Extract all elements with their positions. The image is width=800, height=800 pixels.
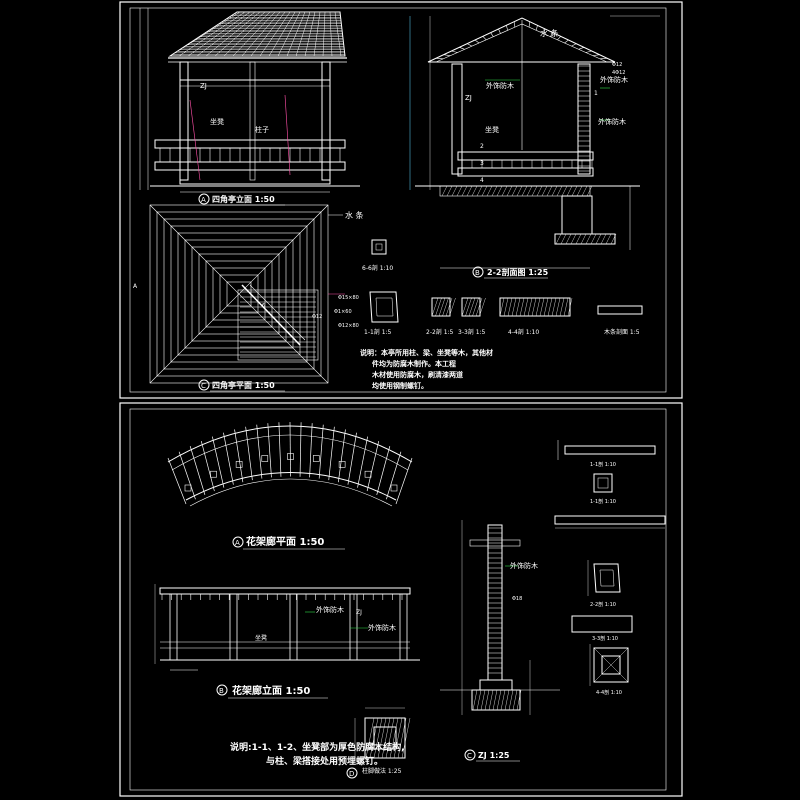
detail-6-6-title: 6-6剖 1:10 — [362, 264, 393, 272]
pergola-elev-marker-circle — [216, 684, 228, 696]
section-b-marker-circle — [472, 266, 484, 278]
plan-c-a-label: A — [133, 283, 138, 290]
section-outer-wood: 外饰防木 — [486, 81, 514, 90]
plan-c-wood: Φ1×60 — [334, 309, 352, 315]
pavilion-plan: Φ15×80 Φ12 Φ12×80 Φ1×60 6 水 条 A C 四角亭平面 … — [133, 204, 364, 392]
bottom-right-details: 1-1剖 1:10 1-1剖 1:10 2-2剖 1:10 3-3剖 1:10 … — [554, 440, 666, 696]
section-water-label: 水 条 — [540, 28, 559, 38]
pergola-elev-marker: B — [219, 687, 224, 695]
detail-d-marker: D — [349, 770, 354, 778]
top-note-3: 木材使用防腐木，刷清漆两道 — [371, 370, 463, 379]
detail-4-4-title: 4-4剖 1:10 — [508, 328, 539, 336]
elev-a-label-pillar: 柱子 — [255, 125, 269, 134]
top-sheet-frame — [119, 1, 683, 399]
top-details: 6-6剖 1:10 1-1剖 1:5 2-2剖 1:5 3-3剖 1:5 4-4… — [362, 239, 643, 336]
bottom-sheet-inner-frame — [129, 408, 667, 791]
right-detail-3: 2-2剖 1:10 — [590, 601, 616, 608]
pergola-elev-zj: ZJ — [356, 609, 362, 616]
pergola-plan-marker: A — [235, 539, 240, 547]
plan-c-title: 四角亭平面 1:50 — [212, 380, 275, 390]
right-detail-1: 1-1剖 1:10 — [590, 461, 616, 468]
pergola-plan-marker-circle — [232, 536, 244, 548]
detail-3-3-title: 3-3剖 1:5 — [458, 328, 486, 336]
zj-marker-circle — [464, 749, 476, 761]
top-notes: 说明：本亭所用柱、梁、坐凳等木，其他材 件均为防腐木制作。本工程 木材使用防腐木… — [360, 348, 493, 390]
section-outer-wood-3: 外饰防木 — [598, 117, 626, 126]
plan-c-marker: C — [201, 382, 206, 390]
pergola-elevation: 外饰防木 外饰防木 ZJ 坐凳 B 花架廊立面 1:50 — [154, 584, 420, 699]
right-detail-2: 1-1剖 1:10 — [590, 498, 616, 505]
detail-2-2-title: 2-2剖 1:5 — [426, 328, 454, 336]
plan-c-size2: Φ12 — [312, 314, 322, 320]
top-note-4: 均使用钢制螺钉。 — [372, 381, 428, 390]
zj-title: ZJ 1:25 — [478, 751, 510, 760]
pergola-elev-outer: 外饰防木 — [316, 605, 344, 614]
pergola-elev-outer-2: 外饰防木 — [368, 623, 396, 632]
pavilion-section: 水 条 外饰防木 外饰防木 外饰防木 ZJ 坐凳 2 3 4 1 Φ12 4Φ1… — [409, 15, 660, 279]
column-base-detail: D 柱脚做法 1:25 — [346, 707, 411, 779]
plan-c-6: 6 — [262, 303, 265, 309]
elev-a-marker: A — [201, 196, 206, 204]
pergola-elev-seat: 坐凳 — [255, 634, 267, 642]
elev-a-title: 四角亭立面 1:50 — [212, 194, 275, 204]
right-detail-4: 3-3剖 1:10 — [592, 635, 618, 642]
section-dim-2: 4Φ12 — [612, 70, 625, 76]
plan-c-water-label: 水 条 — [345, 210, 364, 220]
elev-a-marker-circle — [198, 193, 210, 205]
pergola-elev-title: 花架廊立面 1:50 — [232, 684, 310, 697]
detail-wood-title: 木条剖面 1:5 — [604, 328, 640, 336]
pergola-plan: A 花架廊平面 1:50 — [167, 421, 413, 550]
elev-a-label-beam: 坐凳 — [210, 117, 224, 126]
plan-c-size1: Φ15×80 — [338, 295, 359, 301]
plan-c-size3: Φ12×80 — [338, 323, 359, 329]
zj-column-detail: 外饰防木 Φ18 C ZJ 1:25 — [440, 520, 560, 762]
bottom-sheet-frame — [119, 402, 683, 797]
section-num-4: 4 — [480, 177, 484, 184]
section-outer-wood-2: 外饰防木 — [600, 75, 628, 84]
pergola-plan-title: 花架廊平面 1:50 — [246, 535, 324, 548]
section-num-2: 2 — [480, 143, 484, 150]
top-sheet-inner-frame — [129, 7, 667, 393]
elev-a-label-zj: ZJ — [200, 82, 207, 90]
zj-marker: C — [467, 752, 472, 760]
zj-outer-label: 外饰防木 — [510, 561, 538, 570]
bottom-note-1: 说明:1-1、1-2、坐凳部为厚色防腐木结构, — [230, 741, 405, 753]
right-detail-5: 4-4剖 1:10 — [596, 689, 622, 696]
section-b-marker: B — [475, 269, 480, 277]
top-note-2: 件均为防腐木制作。本工程 — [372, 359, 456, 368]
bottom-note-2: 与柱、梁搭接处用预埋螺钉。 — [266, 755, 383, 767]
detail-d-title: 柱脚做法 1:25 — [362, 767, 402, 775]
zj-d-label: Φ18 — [512, 596, 522, 602]
pavilion-elevation: ZJ 坐凳 柱子 A 四角亭立面 1:50 — [139, 8, 360, 206]
detail-1-1-title: 1-1剖 1:5 — [364, 328, 392, 336]
section-num-1: 1 — [594, 90, 598, 97]
plan-c-marker-circle — [198, 379, 210, 391]
section-bench: 坐凳 — [485, 125, 499, 134]
section-zj: ZJ — [465, 94, 472, 102]
section-b-title: 2-2剖面图 1:25 — [487, 267, 549, 277]
section-num-3: 3 — [480, 160, 484, 167]
bottom-notes: 说明:1-1、1-2、坐凳部为厚色防腐木结构, 与柱、梁搭接处用预埋螺钉。 — [230, 741, 405, 767]
detail-d-marker-circle — [346, 767, 358, 779]
section-dim-1: Φ12 — [612, 62, 622, 68]
top-note-1: 说明：本亭所用柱、梁、坐凳等木，其他材 — [360, 348, 493, 357]
